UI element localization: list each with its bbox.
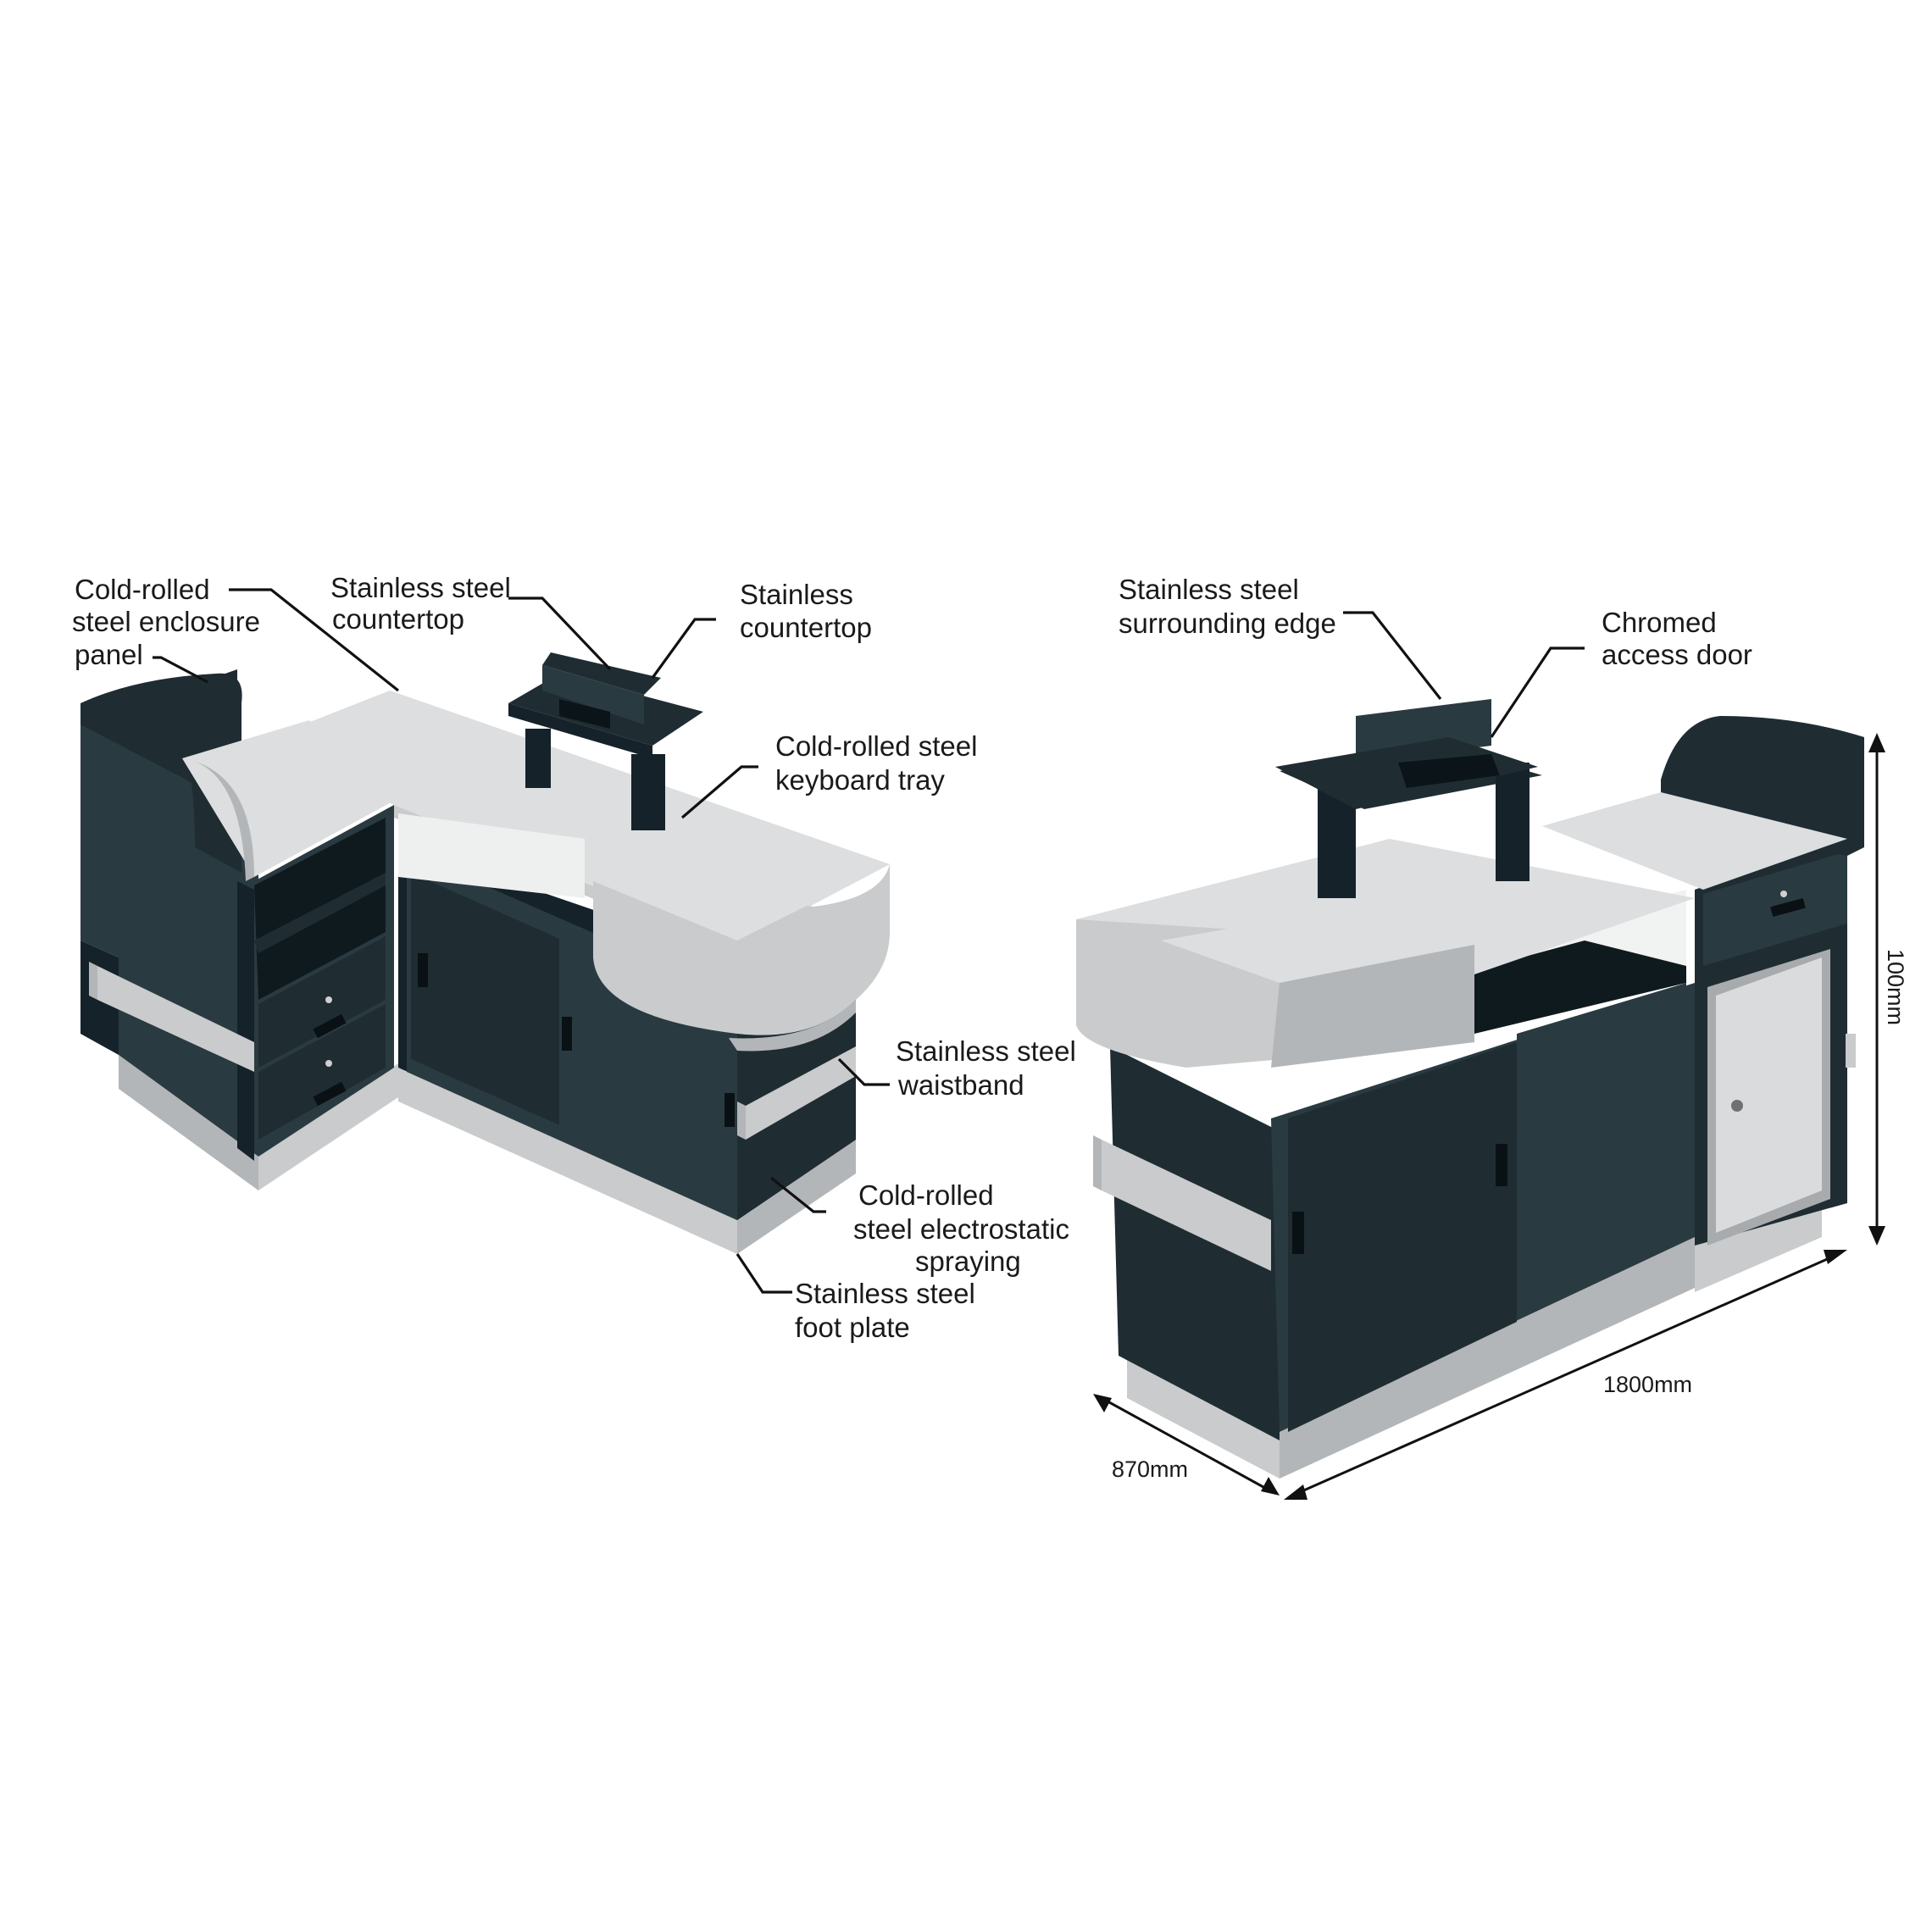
left-foot-plate: [119, 1055, 258, 1190]
left-labels: Cold-rolled steel enclosure panel Stainl…: [72, 572, 1076, 1343]
label-access-door-2: access door: [1602, 639, 1752, 670]
label-waistband-2: waistband: [897, 1069, 1024, 1101]
left-counter-illustration: [80, 652, 890, 1254]
right-waistband: [746, 1046, 856, 1140]
label-electrostatic-2: steel electrostatic: [853, 1213, 1069, 1245]
label-enclosure-panel-2: steel enclosure: [72, 606, 260, 637]
right-counter-illustration: [1076, 699, 1864, 1479]
dimension-height: 100mm: [1883, 949, 1908, 1025]
label-surrounding-edge-2: surrounding edge: [1119, 608, 1336, 639]
label-waistband-1: Stainless steel: [896, 1035, 1076, 1067]
label-electrostatic-1: Cold-rolled: [858, 1179, 994, 1211]
label-access-door-1: Chromed: [1602, 607, 1717, 638]
dimension-arrows: [1093, 733, 1885, 1500]
label-foot-plate-1: Stainless steel: [795, 1278, 975, 1309]
label-foot-plate-2: foot plate: [795, 1312, 910, 1343]
label-stainless-countertop-2: countertop: [740, 612, 872, 643]
dimension-length: 1800mm: [1603, 1372, 1692, 1397]
right-labels: Stainless steel surrounding edge Chromed…: [1119, 574, 1752, 670]
label-electrostatic-3: spraying: [915, 1246, 1021, 1277]
label-countertop-2: countertop: [332, 603, 464, 635]
label-enclosure-panel-3: panel: [75, 639, 143, 670]
label-enclosure-panel-1: Cold-rolled: [75, 574, 210, 605]
label-surrounding-edge-1: Stainless steel: [1119, 574, 1299, 605]
dimension-depth: 870mm: [1112, 1457, 1188, 1482]
left-waistband: [97, 966, 254, 1072]
leader-lines: [153, 588, 1585, 1294]
label-keyboard-tray-1: Cold-rolled steel: [775, 730, 977, 762]
dimension-labels: 100mm 1800mm 870mm: [1112, 949, 1908, 1482]
label-countertop-1: Stainless steel: [330, 572, 511, 603]
label-keyboard-tray-2: keyboard tray: [775, 764, 945, 796]
label-stainless-countertop-1: Stainless: [740, 579, 853, 610]
